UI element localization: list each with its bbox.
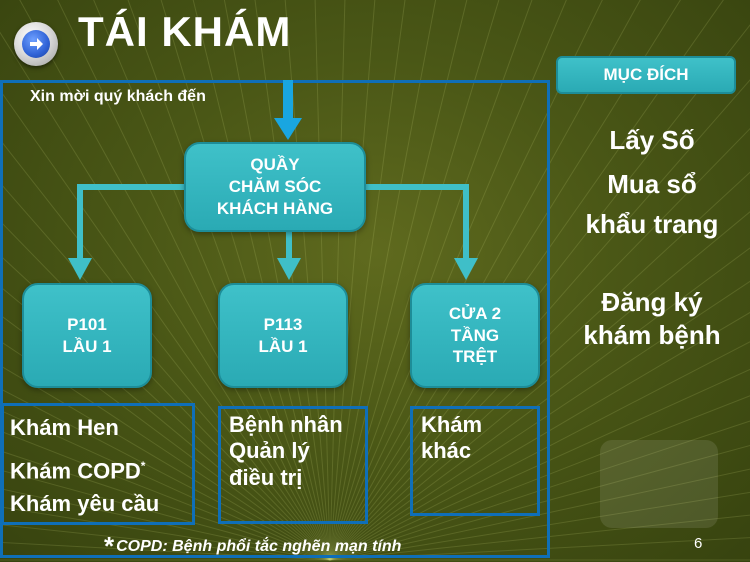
purpose-item-buy-book: Mua sổ [607, 169, 697, 199]
list-item: Khám Hen [10, 415, 119, 440]
connector-to-cua2 [366, 184, 469, 262]
customer-care-desk-box: QUẦY CHĂM SÓC KHÁCH HÀNG [184, 142, 366, 232]
page-number: 6 [694, 535, 703, 552]
footnote-star: * [104, 531, 115, 561]
customer-care-desk-label: QUẦY CHĂM SÓC KHÁCH HÀNG [216, 155, 334, 218]
arrowhead-p113 [277, 258, 301, 280]
gate-2-services-list: Khám khác [410, 406, 540, 516]
purpose-item-get-number: Lấy Số [609, 125, 695, 155]
entry-arrow-head [274, 118, 302, 140]
flow-frame [0, 80, 550, 558]
room-p101-box: P101 LẦU 1 [22, 283, 152, 388]
decorative-panel [600, 440, 718, 528]
purpose-header-label: MỤC ĐÍCH [603, 65, 689, 84]
back-arrow-button[interactable] [14, 22, 58, 66]
room-p101-label: P101 LẦU 1 [62, 314, 112, 356]
purpose-item-mask: khẩu trang [585, 209, 719, 239]
list-item: Khám khác [421, 412, 483, 464]
gate-2-box: CỬA 2 TẦNG TRỆT [410, 283, 540, 388]
room-p113-box: P113 LẦU 1 [218, 283, 348, 388]
purpose-item-register: Đăng ký khám bệnh [583, 287, 721, 350]
arrowhead-cua2 [454, 258, 478, 280]
arrow-right-icon [22, 30, 50, 58]
entry-arrow-shaft [283, 80, 293, 122]
list-item: Khám yêu cầu [10, 491, 160, 516]
arrowhead-p101 [68, 258, 92, 280]
page-title: TÁI KHÁM [78, 8, 292, 55]
footnote: *COPD: Bệnh phổi tắc nghẽn mạn tính [104, 531, 401, 562]
list-item: Bệnh nhân Quản lý điều trị [229, 412, 343, 490]
purpose-header: MỤC ĐÍCH [556, 56, 736, 94]
invite-text: Xin mời quý khách đến [30, 88, 206, 105]
p101-services-list: Khám Hen Khám COPD* Khám yêu cầu [1, 403, 195, 525]
list-item: Khám COPD* [10, 458, 146, 484]
room-p113-label: P113 LẦU 1 [258, 314, 308, 356]
p113-services-list: Bệnh nhân Quản lý điều trị [218, 406, 368, 524]
footnote-text: COPD: Bệnh phổi tắc nghẽn mạn tính [116, 538, 402, 555]
gate-2-label: CỬA 2 TẦNG TRỆT [448, 303, 502, 367]
footnote-mark: * [140, 459, 146, 473]
connector-to-p101 [77, 184, 184, 262]
